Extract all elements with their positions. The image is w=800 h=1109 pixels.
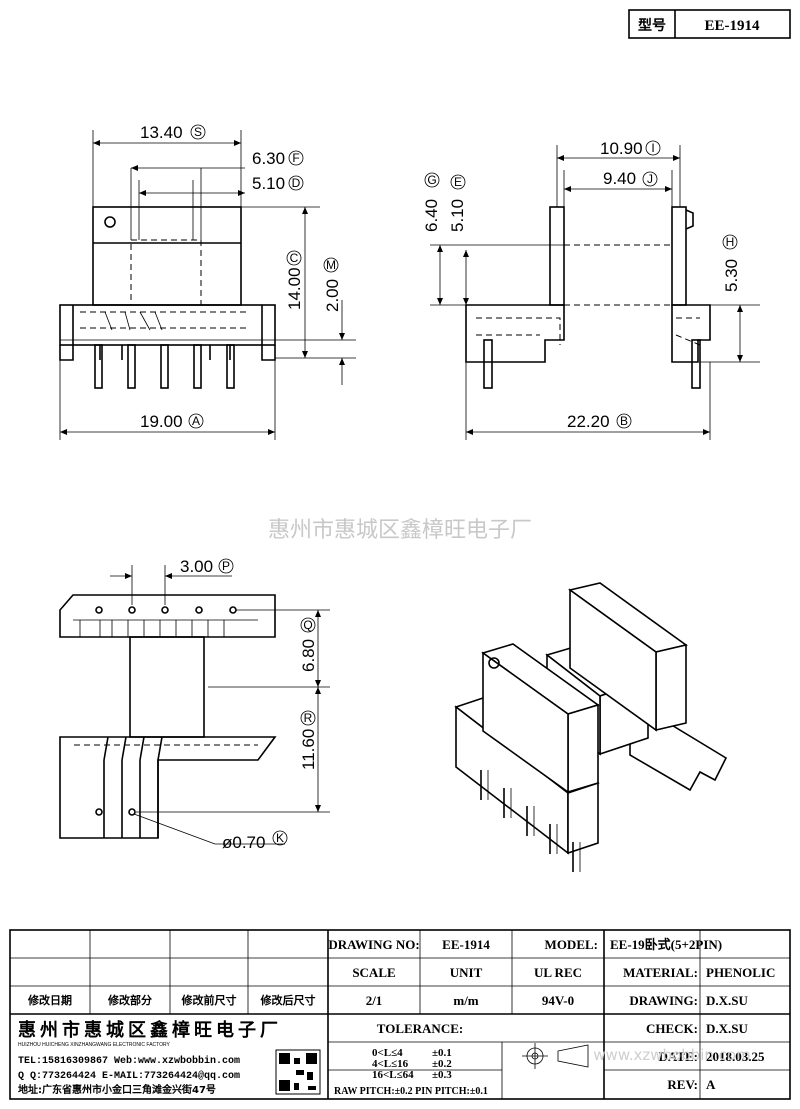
dim-a-value: 19.00 — [140, 412, 183, 431]
dim-d-letter: D — [292, 176, 301, 190]
rev-header-date: 修改日期 — [27, 993, 72, 1007]
drawing-value: D.X.SU — [706, 993, 749, 1008]
material-value: PHENOLIC — [706, 965, 775, 980]
iso-pins — [480, 770, 581, 872]
qr-code-icon — [275, 1049, 321, 1095]
watermark-url: www.xzwbobbin.com — [593, 1046, 750, 1064]
isometric-view — [454, 582, 728, 872]
pitch-tolerance: RAW PITCH:±0.2 PIN PITCH:±0.1 — [334, 1086, 488, 1097]
material-label: MATERIAL: — [623, 965, 698, 980]
model-header-value: EE-1914 — [704, 18, 760, 34]
company-address: 地址:广东省惠州市小金口三角滩金兴街47号 — [18, 1083, 216, 1096]
tol-range-2: 4<L≤16 — [372, 1058, 409, 1070]
dim-q-value: 6.80 — [299, 639, 318, 672]
watermark-center: 惠州市惠城区鑫樟旺电子厂 — [268, 518, 532, 543]
dim-i-value: 10.90 — [600, 139, 643, 158]
ulrec-label: UL REC — [534, 965, 582, 980]
dim-f-value: 6.30 — [252, 149, 285, 168]
bottom-view: 3.00 P 6.80 Q 11.60 R ø0.70 K — [59, 557, 330, 852]
dim-h-letter: H — [726, 235, 735, 249]
dim-h-value: 5.30 — [722, 259, 741, 292]
dim-g-letter: G — [427, 173, 436, 187]
front-view: 13.40 S 6.30 F 5.10 D 14.00 C 2.00 M — [59, 123, 356, 440]
dim-c-value: 14.00 — [285, 267, 304, 310]
model-header-label: 型号 — [638, 17, 666, 34]
scale-value: 2/1 — [366, 993, 383, 1008]
date-value: 2018.03.25 — [706, 1049, 765, 1064]
scale-label: SCALE — [352, 965, 395, 980]
drawing-label: DRAWING: — [629, 993, 698, 1008]
dim-i-letter: I — [651, 141, 654, 155]
date-label: DATE: — [659, 1049, 698, 1064]
rev-label: REV: — [667, 1077, 698, 1092]
model-header: 型号 EE-1914 — [628, 9, 791, 39]
front-pins — [94, 344, 235, 389]
check-label: CHECK: — [646, 1021, 698, 1036]
dim-s-letter: S — [194, 125, 202, 139]
bottom-top-pins — [95, 606, 237, 614]
projection-symbol-icon — [522, 1043, 589, 1069]
company-name-cn: 惠州市惠城区鑫樟旺电子厂 — [18, 1019, 282, 1041]
tol-value-1: ±0.1 — [432, 1047, 452, 1059]
company-qq: Q Q:773264424 E-MAIL:773264424@qq.com — [18, 1070, 240, 1082]
dim-b-value: 22.20 — [567, 412, 610, 431]
dim-j-letter: J — [647, 172, 653, 186]
dim-a-letter: A — [192, 414, 200, 428]
dim-e-value: 5.10 — [448, 199, 467, 232]
dim-c-letter: C — [290, 251, 299, 265]
check-value: D.X.SU — [706, 1021, 749, 1036]
unit-label: UNIT — [450, 965, 483, 980]
dim-q-letter: Q — [303, 618, 312, 632]
drawing-no-label: DRAWING NO: — [328, 937, 419, 952]
rev-value: A — [706, 1077, 716, 1092]
dim-p-letter: P — [222, 559, 230, 573]
tol-range-3: 16<L≤64 — [372, 1069, 414, 1081]
rev-header-part: 修改部分 — [107, 993, 152, 1007]
side-view: 10.90 I 9.40 J 6.40 G 5.10 E 5.30 H 22.2… — [422, 139, 760, 440]
dim-m-value: 2.00 — [323, 279, 342, 312]
dim-p-value: 3.00 — [180, 557, 213, 576]
dim-r-value: 11.60 — [299, 729, 318, 770]
ulrec-value: 94V-0 — [542, 993, 574, 1008]
tolerance-label: TOLERANCE: — [377, 1021, 463, 1036]
company-tel: TEL:15816309867 Web:www.xzwbobbin.com — [18, 1055, 240, 1067]
dim-f-letter: F — [292, 151, 299, 165]
dim-k-letter: K — [276, 831, 284, 845]
dim-s-value: 13.40 — [140, 123, 183, 142]
dim-g-value: 6.40 — [422, 199, 441, 232]
tol-value-3: ±0.3 — [432, 1069, 452, 1081]
dim-b-letter: B — [620, 414, 628, 428]
drawing-no-value: EE-1914 — [442, 937, 490, 952]
dim-d-value: 5.10 — [252, 174, 285, 193]
dim-k-value: ø0.70 — [222, 833, 265, 852]
model-value: EE-19卧式(5+2PIN) — [610, 937, 722, 952]
dim-j-value: 9.40 — [603, 169, 636, 188]
tol-value-2: ±0.2 — [432, 1058, 452, 1070]
model-label: MODEL: — [545, 937, 598, 952]
title-block: 修改日期 修改部分 修改前尺寸 修改后尺寸 惠州市惠城区鑫樟旺电子厂 HUIZH… — [9, 929, 791, 1100]
dim-m-letter: M — [326, 258, 336, 272]
dim-r-letter: R — [304, 711, 313, 725]
unit-value: m/m — [453, 993, 478, 1008]
rev-header-before: 修改前尺寸 — [181, 993, 237, 1007]
company-name-en: HUIZHOU HUICHENG XINZHANGWANG ELECTRONIC… — [18, 1042, 171, 1048]
rev-header-after: 修改后尺寸 — [260, 993, 316, 1007]
tol-range-1: 0<L≤4 — [372, 1047, 403, 1059]
dim-e-letter: E — [454, 175, 462, 189]
